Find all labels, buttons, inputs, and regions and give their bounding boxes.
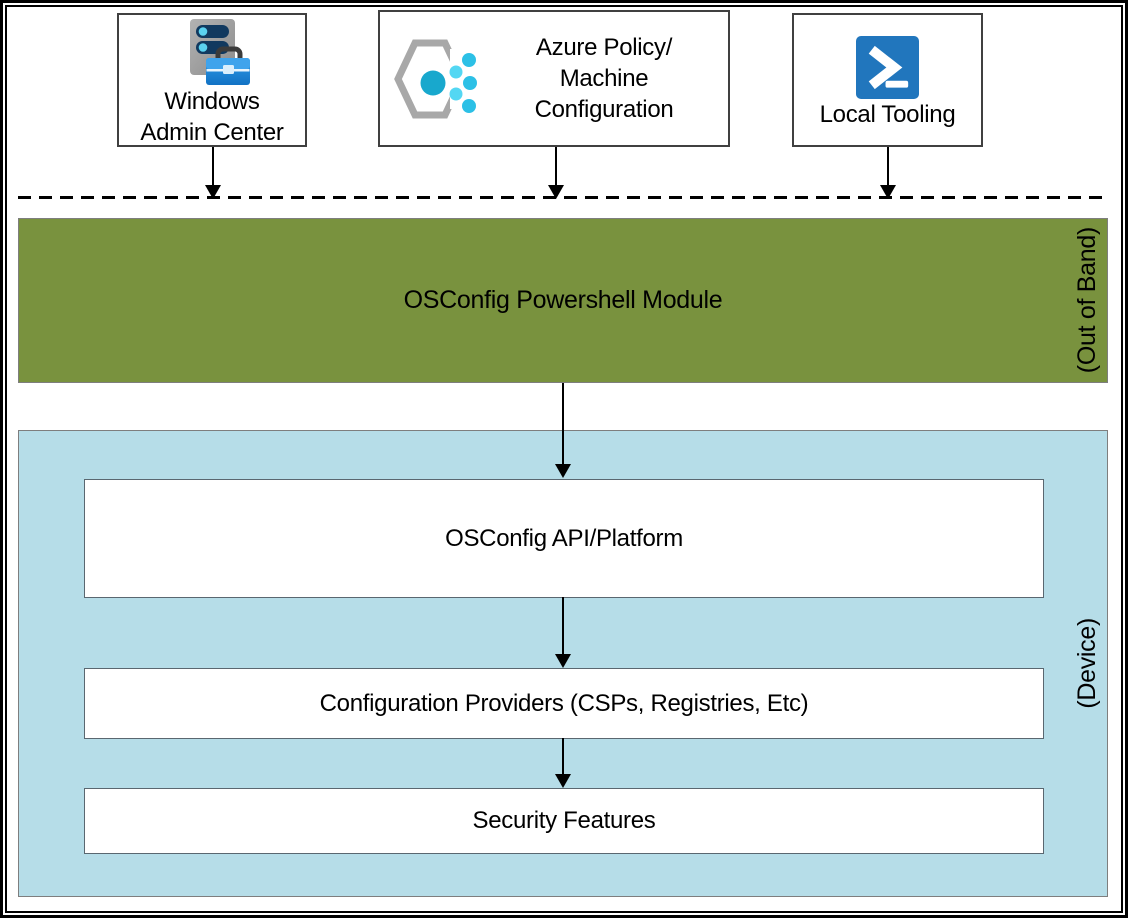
security-features-label: Security Features bbox=[472, 807, 656, 834]
arrowhead-icon bbox=[555, 654, 571, 668]
device-side-label: (Device) bbox=[1073, 618, 1101, 709]
arrow-windows-admin-center-to-module bbox=[205, 147, 221, 199]
source-label-local-tooling: Local Tooling bbox=[819, 101, 956, 128]
configuration-providers-label: Configuration Providers (CSPs, Registrie… bbox=[319, 689, 809, 717]
source-label-azure-policy-machine-configuration: Azure Policy/ Machine Configuration bbox=[534, 34, 674, 123]
arrow-azure-policy-to-module bbox=[548, 147, 564, 199]
arrow-module-to-api-platform bbox=[555, 383, 571, 478]
source-box-local-tooling: Local Tooling bbox=[792, 13, 983, 147]
osconfig-powershell-module-band: OSConfig Powershell Module (Out of Band) bbox=[18, 218, 1108, 383]
osconfig-api-platform-box: OSConfig API/Platform bbox=[84, 479, 1044, 598]
powershell-icon bbox=[856, 36, 919, 99]
osconfig-api-platform-label: OSConfig API/Platform bbox=[445, 524, 683, 552]
out-of-band-side-label: (Out of Band) bbox=[1073, 227, 1101, 374]
arrowhead-icon bbox=[555, 464, 571, 478]
security-features-box: Security Features bbox=[84, 788, 1044, 854]
arrow-api-platform-to-configuration-providers bbox=[555, 597, 571, 668]
arrowhead-icon bbox=[548, 185, 564, 199]
arrowhead-icon bbox=[555, 774, 571, 788]
arrow-configuration-providers-to-security-features bbox=[555, 738, 571, 788]
arrowhead-icon bbox=[205, 185, 221, 199]
configuration-providers-box: Configuration Providers (CSPs, Registrie… bbox=[84, 668, 1044, 739]
arrowhead-icon bbox=[880, 185, 896, 199]
arrow-local-tooling-to-module bbox=[880, 147, 896, 199]
machine-configuration-icon bbox=[394, 31, 480, 127]
source-box-windows-admin-center: Windows Admin Center bbox=[117, 13, 307, 147]
module-band-label: OSConfig Powershell Module bbox=[403, 286, 723, 314]
source-label-windows-admin-center: Windows Admin Center bbox=[140, 88, 284, 146]
source-box-azure-policy-machine-configuration: Azure Policy/ Machine Configuration bbox=[378, 10, 730, 147]
windows-admin-center-icon bbox=[173, 18, 251, 86]
out-of-band-boundary-dashed-line bbox=[18, 196, 1108, 199]
